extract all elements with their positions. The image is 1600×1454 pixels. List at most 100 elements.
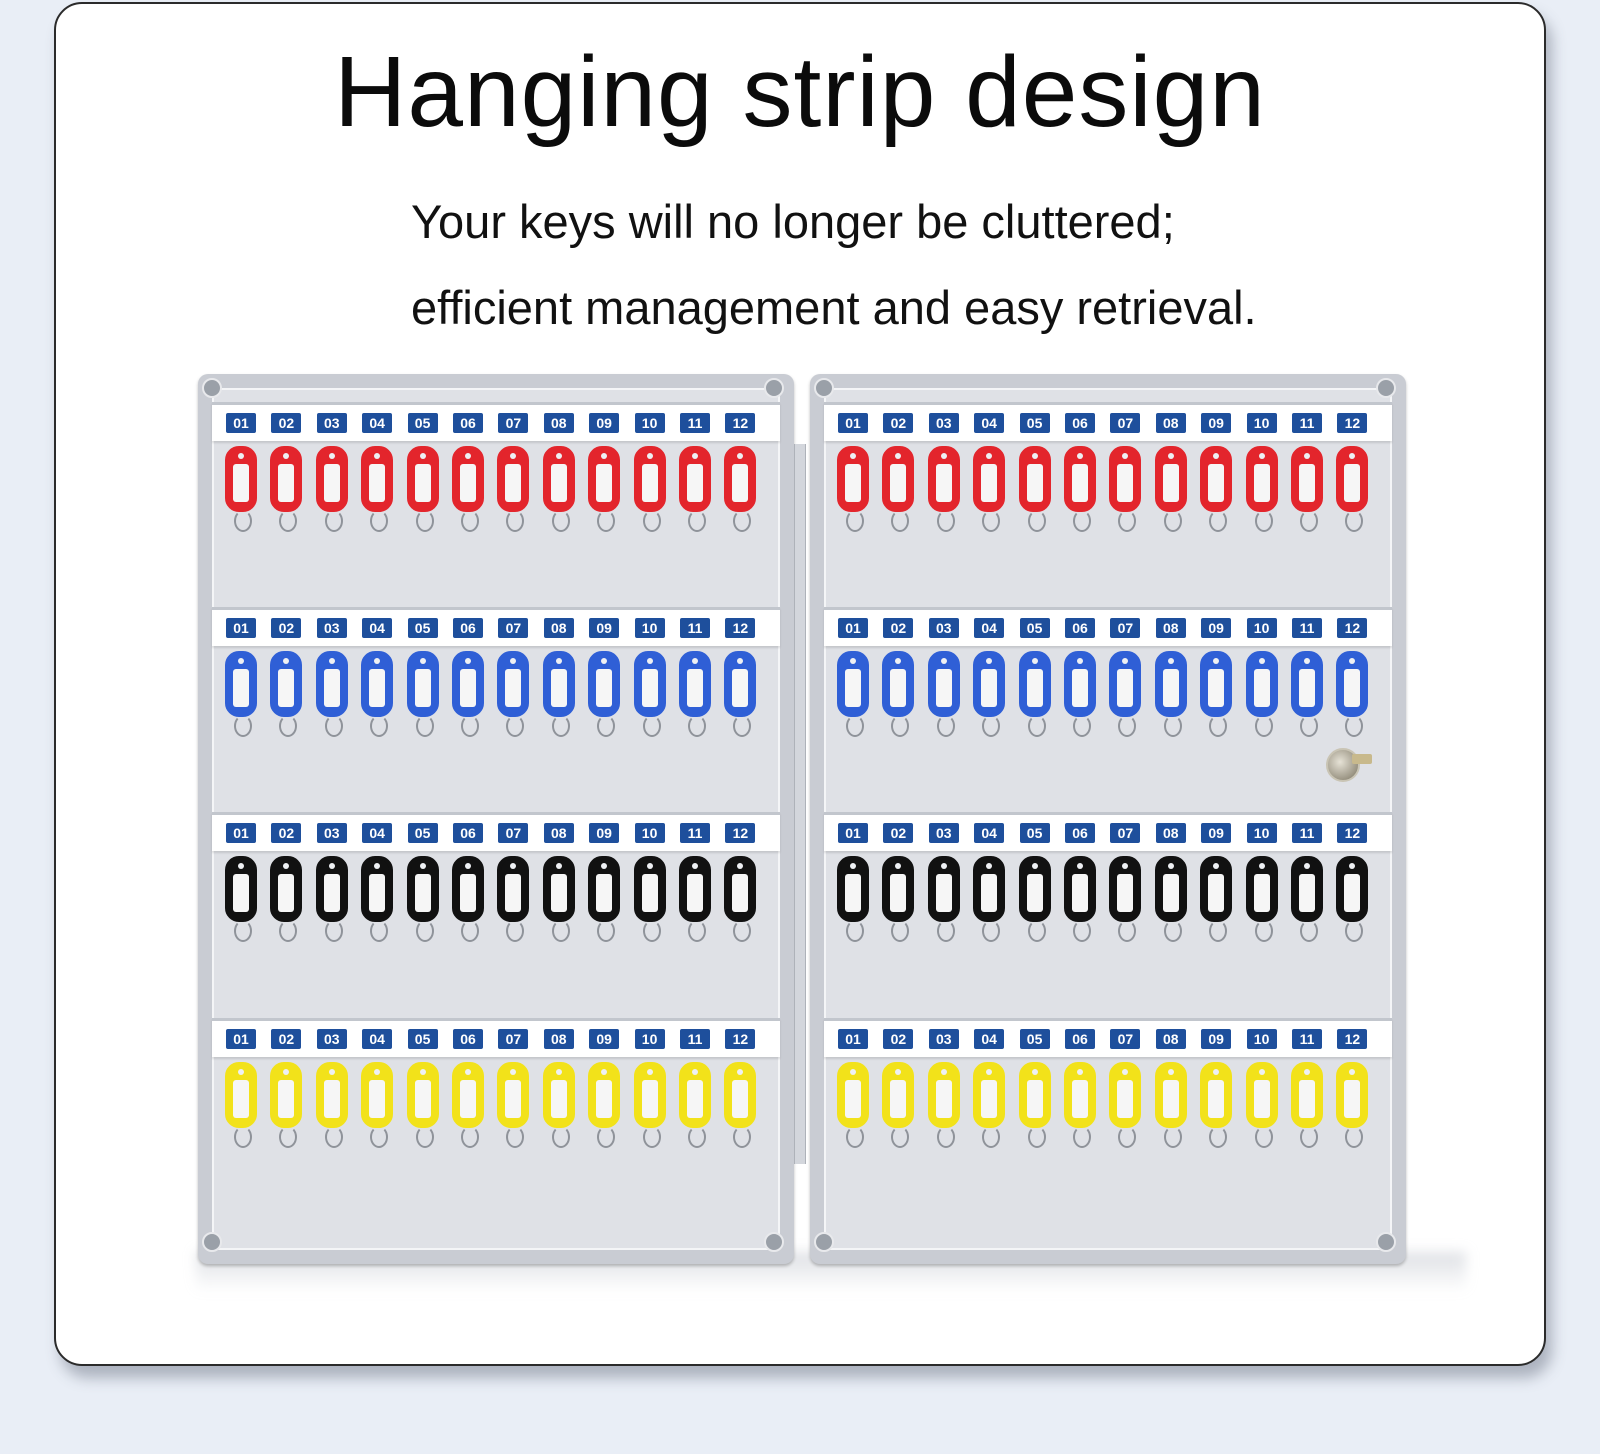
tag-label-window [460, 1080, 476, 1118]
cabinet-hinge [794, 444, 806, 1164]
tag-label-window [981, 669, 998, 707]
key-tag-blue [1154, 651, 1187, 717]
key-ring [733, 1126, 752, 1148]
tag-label-window [687, 669, 703, 707]
tag-hole [646, 658, 653, 664]
key-ring [733, 715, 752, 737]
hook-number-label: 12 [725, 413, 756, 433]
hook-number-label: 01 [838, 618, 868, 638]
key-tag-blue [679, 651, 711, 717]
key-tag-yellow [1200, 1062, 1233, 1128]
hook-number-label: 06 [1065, 823, 1095, 843]
tag-label-window [1344, 669, 1361, 707]
key-ring [1073, 920, 1091, 942]
tag-label-window [1026, 874, 1043, 912]
key-tag-blue [406, 651, 439, 717]
tag-hole [555, 1069, 562, 1075]
key-tag-red [406, 446, 439, 512]
tag-hole [555, 453, 562, 459]
panel-corner-screw [202, 378, 222, 398]
tag-hole [1167, 658, 1174, 664]
key-tag-black [1291, 856, 1323, 922]
hook-number-label: 01 [226, 823, 256, 843]
hook-number-label: 12 [725, 823, 756, 843]
key-ring [846, 715, 864, 737]
key-tag-yellow [973, 1062, 1006, 1128]
tag-label-window [505, 1080, 522, 1118]
hook-number-label: 05 [1019, 618, 1050, 638]
key-ring [551, 920, 570, 942]
key-ring [1118, 1126, 1137, 1148]
headline: Hanging strip design [334, 36, 1266, 148]
tag-label-window [596, 874, 613, 912]
key-tag-blue [225, 651, 257, 717]
tag-hole [374, 1069, 381, 1075]
key-tag-black [633, 856, 666, 922]
tag-hole [1031, 453, 1038, 459]
tag-label-window [1299, 669, 1315, 707]
hook-number-label: 03 [928, 1029, 959, 1049]
tag-label-window [596, 1080, 613, 1118]
hook-number-label: 08 [1155, 618, 1186, 638]
tag-hole [328, 1069, 335, 1075]
key-tag-blue [1018, 651, 1051, 717]
hook-number-label: 07 [1110, 618, 1141, 638]
key-tag-red [1200, 446, 1233, 512]
key-tag-yellow [497, 1062, 530, 1128]
tag-hole [895, 453, 902, 459]
key-ring [461, 1126, 479, 1148]
hook-number-label: 04 [974, 413, 1005, 433]
tag-label-window [732, 874, 749, 912]
key-ring [1300, 1126, 1318, 1148]
tag-label-window [414, 464, 431, 502]
tag-label-window [1026, 669, 1043, 707]
tag-label-window [460, 464, 476, 502]
hook-number-label: 07 [498, 413, 529, 433]
hook-number-label: 05 [407, 413, 438, 433]
hook-number-label: 01 [226, 413, 256, 433]
key-ring [1209, 1126, 1228, 1148]
tag-label-window [1299, 464, 1315, 502]
key-tag-yellow [588, 1062, 621, 1128]
key-ring [415, 920, 434, 942]
key-ring [891, 715, 910, 737]
tag-label-window [505, 669, 522, 707]
key-ring [846, 920, 864, 942]
tag-label-window [935, 669, 952, 707]
key-tag-red [270, 446, 303, 512]
hook-number-label: 07 [498, 823, 529, 843]
tag-label-window [1253, 464, 1270, 502]
hook-number-label: 12 [1337, 823, 1368, 843]
key-ring [1027, 510, 1046, 532]
tag-label-window [641, 464, 658, 502]
hook-number-label: 03 [316, 1029, 347, 1049]
key-ring [1163, 715, 1182, 737]
tag-label-window [845, 669, 861, 707]
tag-label-window [1253, 1080, 1270, 1118]
tag-hole [1077, 1069, 1083, 1075]
key-ring [234, 920, 252, 942]
key-tag-blue [1245, 651, 1278, 717]
key-tag-yellow [406, 1062, 439, 1128]
tag-hole [555, 863, 562, 869]
key-tag-black [406, 856, 439, 922]
key-tag-blue [270, 651, 303, 717]
key-ring [688, 1126, 706, 1148]
tag-label-window [414, 874, 431, 912]
tag-label-window [323, 874, 340, 912]
key-ring [1027, 920, 1046, 942]
key-tag-blue [927, 651, 960, 717]
tag-hole [1258, 863, 1265, 869]
tag-label-window [1072, 1080, 1088, 1118]
tag-hole [1213, 453, 1220, 459]
key-ring [688, 510, 706, 532]
key-ring [324, 920, 343, 942]
key-tag-red [679, 446, 711, 512]
tag-label-window [1344, 874, 1361, 912]
hook-number-label: 04 [362, 413, 393, 433]
tag-label-window [845, 464, 861, 502]
tag-hole [419, 453, 426, 459]
